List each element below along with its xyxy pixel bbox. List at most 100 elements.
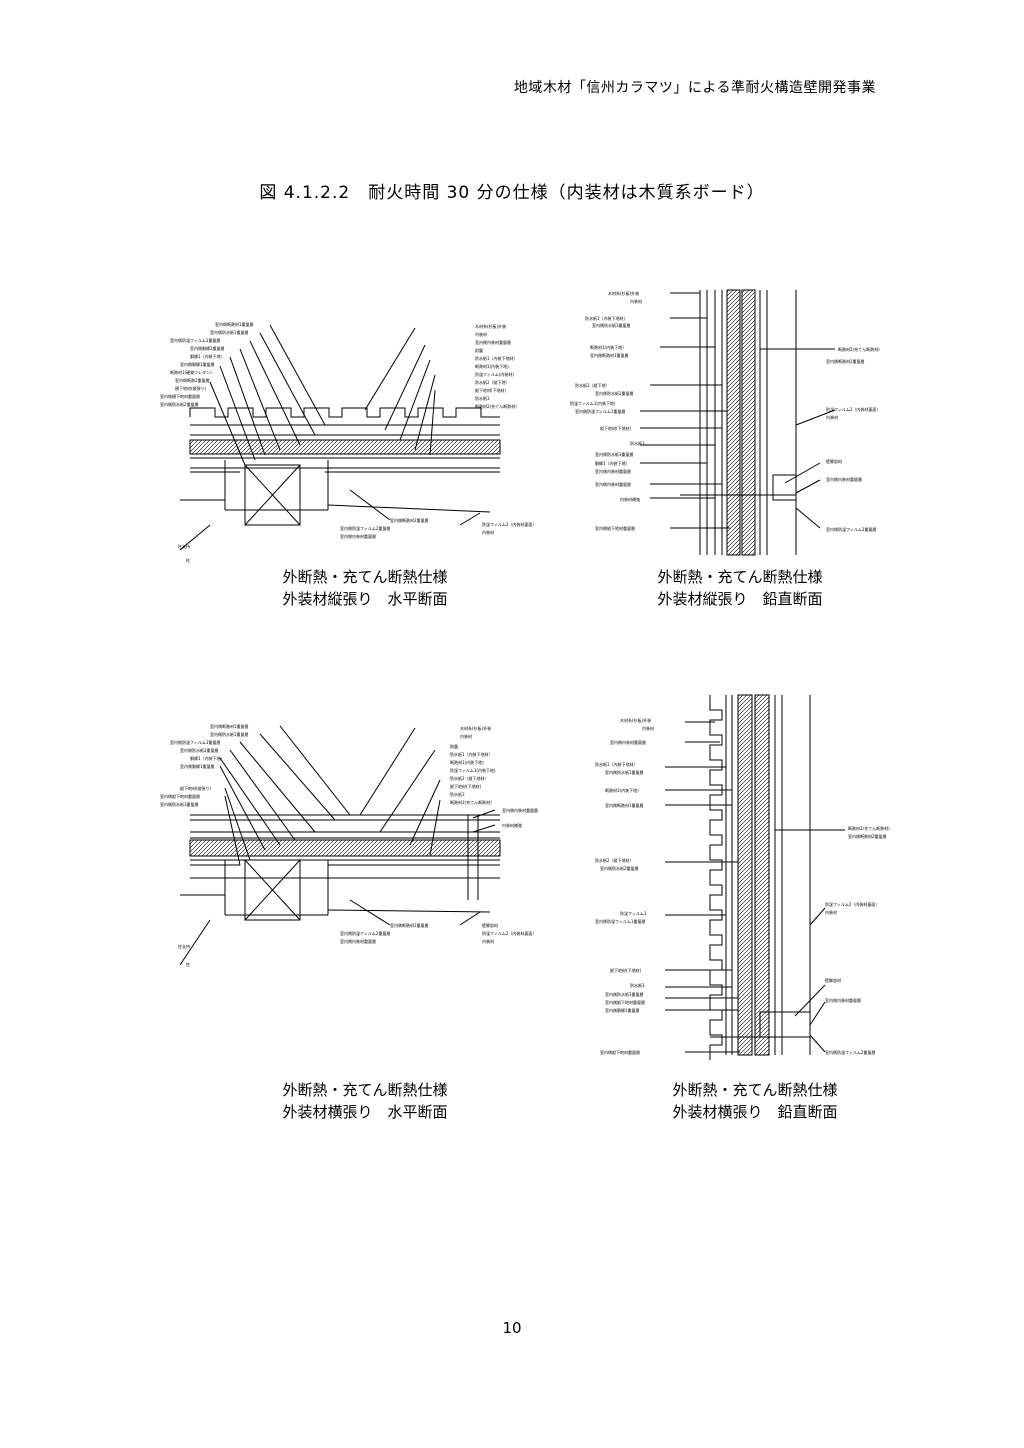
svg-text:内装材: 内装材 (825, 909, 837, 915)
svg-text:防湿フィルム1(内装下地): 防湿フィルム1(内装下地) (450, 767, 496, 773)
svg-text:室内側縦下地材重量層: 室内側縦下地材重量層 (600, 1049, 640, 1055)
svg-text:柱: 柱 (186, 961, 190, 967)
svg-text:断熱材1(内装下地): 断熱材1(内装下地) (590, 344, 624, 350)
drawing-vertical-section-vertical-cladding: 木材系(杉板)外装 内装材 防水紙1（内装下地材） 室内側防水紙1重量層 断熱材… (570, 285, 910, 565)
caption-panel-2-line2: 外装材縦張り 鉛直断面 (657, 590, 823, 608)
svg-text:室内側断熱材1重量層: 室内側断熱材1重量層 (590, 352, 629, 358)
svg-text:室内側断熱材2重量層: 室内側断熱材2重量層 (390, 922, 429, 928)
svg-text:室内側防湿フィルム1重量層: 室内側防湿フィルム1重量層 (170, 337, 220, 343)
svg-text:内装材: 内装材 (630, 298, 642, 304)
svg-text:防水紙3: 防水紙3 (475, 395, 490, 401)
svg-text:柱支持: 柱支持 (178, 543, 190, 549)
svg-text:室内側内装材重量層: 室内側内装材重量層 (475, 339, 511, 345)
svg-text:防水紙3: 防水紙3 (630, 440, 645, 446)
svg-text:室内側防湿フィルム2重量層: 室内側防湿フィルム2重量層 (340, 930, 390, 936)
svg-text:室内側内装材重量層: 室内側内装材重量層 (595, 481, 631, 487)
svg-text:室内側断熱材2重量層: 室内側断熱材2重量層 (390, 517, 429, 523)
svg-text:室内側内装材重量層: 室内側内装材重量層 (502, 807, 538, 813)
svg-text:防湿フィルム2（内装材裏面）: 防湿フィルム2（内装材裏面） (825, 901, 879, 907)
drawing-horizontal-section-vertical-cladding: 室内側断熱材1重量層 室内側防水紙1重量層 室内側防湿フィルム1重量層 室内側胴… (150, 300, 550, 570)
svg-text:室内側防水紙2重量層: 室内側防水紙2重量層 (600, 865, 639, 871)
caption-panel-3: 外断熱・充てん断熱仕様 外装材横張り 水平断面 (255, 1079, 475, 1123)
svg-text:室内側防水紙1重量層: 室内側防水紙1重量層 (210, 329, 249, 335)
svg-text:木材系(杉板)外装: 木材系(杉板)外装 (608, 290, 639, 296)
svg-text:室内側断熱材1重量層: 室内側断熱材1重量層 (215, 321, 254, 327)
svg-text:内装材: 内装材 (475, 331, 487, 337)
caption-panel-1-line2: 外装材縦張り 水平断面 (282, 590, 448, 608)
svg-text:室内側胴縁2重量層: 室内側胴縁2重量層 (190, 345, 225, 351)
svg-text:防湿フィルム(内装材): 防湿フィルム(内装材) (475, 371, 514, 377)
svg-text:防水紙2（縦下地）: 防水紙2（縦下地） (475, 379, 510, 385)
svg-text:防水紙1（内装下地材）: 防水紙1（内装下地材） (595, 761, 638, 767)
svg-text:内装材: 内装材 (642, 725, 654, 731)
svg-text:内装材: 内装材 (482, 529, 494, 535)
svg-text:室内側防水紙3重量層: 室内側防水紙3重量層 (160, 801, 199, 807)
svg-text:柱支持: 柱支持 (178, 943, 190, 949)
svg-text:室内側横下地材重量層: 室内側横下地材重量層 (160, 393, 200, 399)
svg-text:防湿フィルム2（内装材裏面）: 防湿フィルム2（内装材裏面） (826, 406, 880, 412)
svg-text:室内側内装材重量層: 室内側内装材重量層 (340, 533, 376, 539)
svg-text:室内側防湿フィルム2重量層: 室内側防湿フィルム2重量層 (340, 525, 390, 531)
svg-text:胴縁1（内装下地）: 胴縁1（内装下地） (595, 460, 630, 466)
svg-text:壁脚部材: 壁脚部材 (825, 977, 841, 983)
svg-text:防湿フィルム1(内装下地): 防湿フィルム1(内装下地) (570, 400, 616, 406)
svg-text:断熱材1(硬質ウレタン): 断熱材1(硬質ウレタン) (170, 369, 212, 375)
svg-text:防湿フィルム2（内装材裏面）: 防湿フィルム2（内装材裏面） (482, 930, 536, 936)
svg-text:室内側防湿フィルム2重量層: 室内側防湿フィルム2重量層 (826, 526, 876, 532)
svg-text:内装材補強: 内装材補強 (620, 496, 640, 502)
drawing-horizontal-section-horizontal-cladding: 室内側断熱材1重量層 室内側防水紙1重量層 室内側防湿フィルム1重量層 室内側防… (150, 720, 550, 980)
svg-text:室内側縦下地材重量層: 室内側縦下地材重量層 (160, 793, 200, 799)
svg-text:防水紙3: 防水紙3 (630, 982, 645, 988)
svg-text:耐震: 耐震 (475, 347, 483, 353)
svg-text:室内側内装材重量層: 室内側内装材重量層 (825, 997, 861, 1003)
svg-text:柱: 柱 (186, 557, 190, 563)
figure-title: 図 4.1.2.2 耐火時間 30 分の仕様（内装材は木質系ボード） (259, 183, 765, 203)
svg-text:防水紙1（内装下地材）: 防水紙1（内装下地材） (585, 315, 628, 321)
svg-text:室内側防水紙1重量層: 室内側防水紙1重量層 (210, 731, 249, 737)
svg-text:室内側防水紙1重量層: 室内側防水紙1重量層 (605, 769, 644, 775)
caption-panel-1: 外断熱・充てん断熱仕様 外装材縦張り 水平断面 (255, 566, 475, 610)
svg-text:室内側防水紙3重量層: 室内側防水紙3重量層 (595, 451, 634, 457)
svg-text:室内側内装材重量層: 室内側内装材重量層 (826, 476, 862, 482)
caption-panel-3-line2: 外装材横張り 水平断面 (282, 1103, 448, 1121)
drawing-vertical-section-horizontal-cladding: 木材系(杉板)外装 内装材 室内側内装材重量層 防水紙1（内装下地材） 室内側防… (590, 680, 930, 1075)
svg-text:室内側防湿フィルム1重量層: 室内側防湿フィルム1重量層 (575, 408, 625, 414)
svg-text:断熱材2(充てん断熱材): 断熱材2(充てん断熱材) (450, 799, 492, 805)
caption-panel-3-line1: 外断熱・充てん断熱仕様 (282, 1081, 448, 1099)
svg-text:防湿フィルム1: 防湿フィルム1 (620, 910, 647, 916)
svg-text:横下地材(縦張り): 横下地材(縦張り) (175, 385, 207, 391)
caption-panel-1-line1: 外断熱・充てん断熱仕様 (282, 568, 448, 586)
svg-text:室内側内装材重量層: 室内側内装材重量層 (595, 468, 631, 474)
svg-text:壁脚部材: 壁脚部材 (482, 922, 498, 928)
svg-text:室内側縦下地材重量層: 室内側縦下地材重量層 (605, 999, 645, 1005)
page-number: 10 (502, 1319, 522, 1337)
svg-text:室内側防水紙2重量層: 室内側防水紙2重量層 (180, 747, 219, 753)
svg-text:木材系(杉板)外装: 木材系(杉板)外装 (460, 725, 491, 731)
caption-panel-2: 外断熱・充てん断熱仕様 外装材縦張り 鉛直断面 (625, 566, 855, 610)
svg-text:内装材: 内装材 (482, 938, 494, 944)
caption-panel-2-line1: 外断熱・充てん断熱仕様 (657, 568, 823, 586)
svg-text:室内側胴縁1重量層: 室内側胴縁1重量層 (180, 763, 215, 769)
running-header: 地域木材「信州カラマツ」による準耐火構造壁開発事業 (513, 80, 876, 96)
svg-text:室内側断熱材2重量層: 室内側断熱材2重量層 (826, 358, 865, 364)
svg-text:防水紙2（縦下地材）: 防水紙2（縦下地材） (595, 857, 634, 863)
svg-text:木材系(杉板)外装: 木材系(杉板)外装 (620, 717, 651, 723)
svg-text:断熱材2(充てん断熱材): 断熱材2(充てん断熱材) (838, 346, 880, 352)
svg-text:断熱材2(充てん断熱材): 断熱材2(充てん断熱材) (475, 403, 517, 409)
svg-text:内装材: 内装材 (826, 414, 838, 420)
svg-text:断熱材1(内装下地): 断熱材1(内装下地) (605, 787, 639, 793)
svg-text:防水紙2（縦下地）: 防水紙2（縦下地） (575, 382, 610, 388)
svg-text:防湿フィルム2（内装材裏面）: 防湿フィルム2（内装材裏面） (482, 521, 536, 527)
svg-text:防水紙3: 防水紙3 (450, 791, 465, 797)
svg-text:室内側防水紙2重量層: 室内側防水紙2重量層 (160, 401, 199, 407)
svg-text:室内側断熱材2重量層: 室内側断熱材2重量層 (848, 833, 887, 839)
svg-text:室内側防湿フィルム1重量層: 室内側防湿フィルム1重量層 (595, 918, 645, 924)
svg-text:防水紙2（縦下地材）: 防水紙2（縦下地材） (450, 775, 489, 781)
svg-text:室内側断熱材1重量層: 室内側断熱材1重量層 (210, 723, 249, 729)
svg-text:内装材補強: 内装材補強 (502, 822, 522, 828)
svg-text:室内側防湿フィルム2重量層: 室内側防湿フィルム2重量層 (825, 1049, 875, 1055)
svg-text:防水紙1（内装下地材）: 防水紙1（内装下地材） (475, 355, 518, 361)
svg-text:胴縁1（内装下地）: 胴縁1（内装下地） (190, 353, 225, 359)
svg-text:室内側内装材重量層: 室内側内装材重量層 (610, 739, 646, 745)
svg-text:縦下地材(下地材): 縦下地材(下地材) (600, 425, 632, 431)
